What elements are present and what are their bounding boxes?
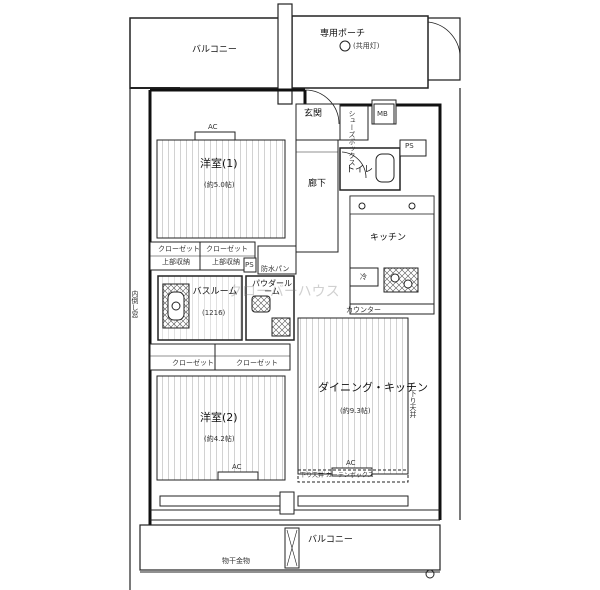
powder-label: パウダールーム — [252, 279, 292, 296]
balcony-bottom-label: バルコニー — [308, 535, 353, 545]
corridor-label: 廊下 — [308, 179, 327, 189]
room2-floor — [156, 375, 286, 481]
bath-label: バスルーム — [192, 287, 238, 297]
ac-label-1: AC — [208, 123, 218, 131]
closet-label-1: クローゼット — [158, 245, 200, 253]
room1-area: (約5.0帖) — [204, 181, 235, 189]
toilet-room — [339, 147, 401, 191]
closet-label-4: クローゼット — [236, 359, 278, 367]
ps-label-right: PS — [405, 142, 414, 150]
powder-room — [245, 275, 295, 341]
ac-label-2: AC — [232, 463, 242, 471]
dining-area: (約9.3帖) — [340, 407, 371, 415]
ps-box-left — [243, 257, 257, 273]
porch — [277, 3, 461, 105]
watermark: クローバーハウス — [228, 284, 340, 300]
toilet-label: トイレ — [346, 165, 374, 175]
mb-box — [373, 103, 395, 125]
balcony-bottom — [139, 524, 441, 579]
dining-floor — [297, 317, 409, 475]
bath-size: (1216) — [202, 309, 226, 317]
fridge-label: 冷 — [360, 273, 367, 281]
clothes-pole-label: 物干金物 — [222, 557, 250, 565]
porch-label: 専用ポーチ — [320, 29, 366, 39]
ac-units — [194, 131, 373, 481]
laundry-pan — [257, 245, 297, 275]
closet-label-2: クローゼット — [206, 245, 248, 253]
dining-label: ダイニング・キッチン — [318, 381, 428, 394]
balcony-doors — [159, 491, 409, 515]
entrance-label: 玄関 — [304, 109, 323, 119]
shoes-box-label: シューズボックス — [348, 110, 356, 166]
mb-label: MB — [377, 110, 388, 118]
curtain-box-label: 下り天井 カーテンボックス — [300, 472, 374, 479]
room1-label: 洋室(1) — [200, 157, 238, 170]
closets-bottom — [149, 343, 291, 371]
window-label: 内倒し窓 — [131, 290, 139, 318]
room2-area: (約4.2帖) — [204, 435, 235, 443]
common-light-label: (共用灯) — [353, 42, 380, 50]
laundry-label: 防水パン — [261, 265, 290, 273]
corridor — [295, 131, 339, 253]
ps-box-right — [399, 139, 427, 157]
curtain-box — [297, 469, 409, 483]
shelf-label-2: 上部収納 — [212, 258, 240, 266]
kitchen-area — [349, 195, 435, 315]
ac-label-3: AC — [346, 459, 356, 467]
room2-label: 洋室(2) — [200, 411, 238, 424]
bathroom — [157, 275, 243, 341]
counter-label: カウンター — [346, 306, 381, 314]
closet-label-3: クローゼット — [172, 359, 214, 367]
ps-label-left: PS — [245, 261, 254, 269]
kitchen-label: キッチン — [370, 233, 407, 243]
shelf-label-1: 上部収納 — [162, 258, 190, 266]
closets-top — [149, 241, 256, 271]
down-ceiling-label: 下り天井 — [409, 390, 417, 418]
room1-floor — [156, 139, 286, 239]
balcony-top-label: バルコニー — [192, 45, 237, 55]
